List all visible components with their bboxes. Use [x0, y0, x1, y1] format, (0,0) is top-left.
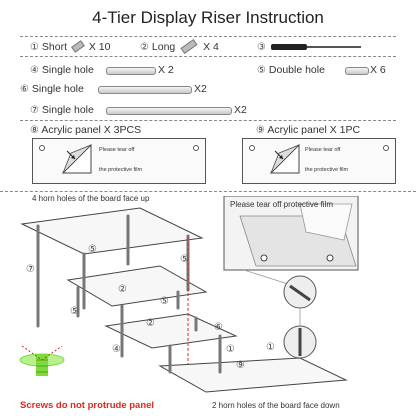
dashed-line-2 — [20, 120, 396, 121]
marker-5: ⑤ — [180, 254, 189, 265]
screwdriver-icon — [269, 41, 364, 53]
part-long: ② Long X 4 — [140, 41, 219, 53]
panel-hole — [193, 145, 199, 151]
qty-single-hole-2: X2 — [194, 83, 207, 95]
part-single-hole-3: ⑦ Single hole — [30, 104, 94, 116]
tier-3-panel — [68, 266, 206, 306]
part-screwdriver: ③ — [257, 41, 364, 53]
part-panel-1: ⑨ Acrylic panel X 1PC — [256, 124, 360, 136]
part-double-hole: ⑤ Double hole — [257, 64, 325, 76]
tier-4-panel — [22, 208, 202, 254]
standoff-medium-rod — [98, 86, 192, 94]
tear-note-2: the protective film — [99, 167, 142, 173]
section-divider — [0, 191, 416, 192]
acrylic-panel-3-drawing: Please tear off the protective film — [32, 138, 206, 184]
standoff-short-rod — [106, 67, 156, 75]
top-dashed-line — [20, 36, 396, 37]
marker-2: ② — [146, 318, 155, 329]
marker-5: ⑤ — [160, 296, 169, 307]
bottom-orientation-note: 2 horn holes of the board face down — [212, 401, 340, 410]
marker-2: ② — [118, 284, 127, 295]
marker-5: ⑤ — [88, 244, 97, 255]
panel-hole — [39, 145, 45, 151]
panel-hole — [249, 145, 255, 151]
marker-9: ⑨ — [236, 360, 245, 371]
tear-note-1: Please tear off — [99, 147, 134, 153]
marker-5: ⑤ — [70, 306, 79, 317]
part-single-hole-1: ④ Single hole — [30, 64, 94, 76]
qty-single-hole-3: X2 — [234, 104, 247, 116]
tear-note-1: Please tear off — [305, 147, 340, 153]
tear-note-2: the protective film — [305, 167, 348, 173]
panel-hole — [383, 145, 389, 151]
screw-short-icon — [71, 40, 85, 53]
part-panel-3: ⑧ Acrylic panel X 3PCS — [30, 124, 141, 136]
standoff-double-rod — [345, 67, 369, 75]
marker-6: ⑥ — [214, 322, 223, 333]
dashed-line-1 — [20, 56, 396, 57]
screw-flush-icon — [20, 346, 64, 376]
marker-4: ④ — [112, 344, 121, 355]
page-title: 4-Tier Display Riser Instruction — [0, 8, 416, 28]
peel-film-icon — [61, 143, 93, 177]
qty-double-hole: X 6 — [370, 64, 386, 76]
part-single-hole-2: ⑥ Single hole — [20, 83, 84, 95]
warning-text: Screws do not protrude panel — [20, 400, 154, 411]
peel-film-icon — [269, 143, 301, 177]
standoff-long-rod — [106, 107, 232, 115]
part-short: ① Short X 10 — [30, 41, 110, 53]
screw-long-icon — [181, 39, 198, 54]
marker-1: ① — [266, 342, 275, 353]
parts-list: ① Short X 10 ② Long X 4 ③ ④ Single hole … — [20, 36, 396, 190]
marker-7: ⑦ — [26, 264, 35, 275]
assembly-diagram — [0, 196, 416, 416]
qty-single-hole-1: X 2 — [158, 64, 174, 76]
marker-1: ① — [226, 344, 235, 355]
callout-note: Please tear off protective film — [230, 200, 333, 209]
acrylic-panel-1-drawing: Please tear off the protective film — [242, 138, 396, 184]
